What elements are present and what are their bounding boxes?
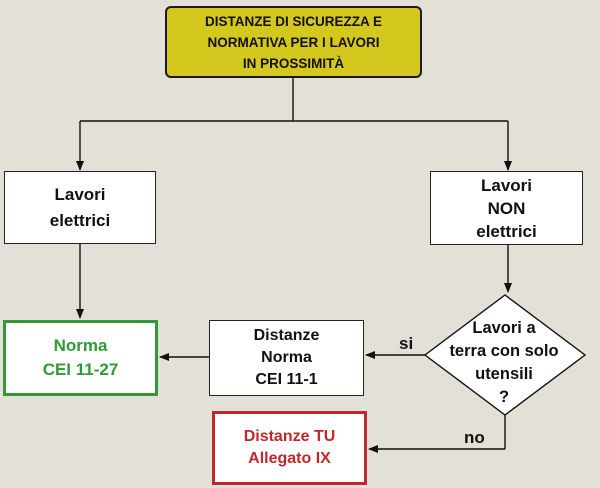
decision-line-1: Lavori a	[472, 319, 536, 337]
norma-cei-11-27-line-2: CEI 11-27	[42, 360, 119, 379]
title-box: DISTANZE DI SICUREZZA E NORMATIVA PER I …	[165, 6, 422, 78]
distanze-cei-11-1-line-3: CEI 11-1	[255, 371, 318, 388]
lavori-non-elettrici-line-2: NON	[487, 198, 526, 218]
title-line-2: NORMATIVA PER I LAVORI	[207, 34, 380, 50]
distanze-cei-11-1-line-2: Norma	[261, 349, 312, 366]
lavori-non-elettrici-line-1: Lavori	[480, 175, 533, 195]
norma-cei-11-27-box: Norma CEI 11-27	[3, 320, 158, 396]
lavori-elettrici-box: Lavori elettrici	[4, 171, 156, 244]
distanze-cei-11-1-line-1: Distanze	[253, 327, 320, 344]
lavori-elettrici-line-1: Lavori	[54, 184, 106, 204]
distanze-tu-line-1: Distanze TU	[243, 428, 336, 445]
distanze-cei-11-1-box: Distanze Norma CEI 11-1	[209, 320, 364, 396]
norma-cei-11-27-line-1: Norma	[53, 336, 108, 355]
edge-label-no: no	[464, 428, 485, 447]
decision-line-4: ?	[498, 388, 510, 406]
lavori-elettrici-line-2: elettrici	[49, 210, 111, 230]
title-line-3: IN PROSSIMITÀ	[242, 55, 345, 71]
lavori-non-elettrici-box: Lavori NON elettrici	[430, 171, 583, 245]
edge-label-si: si	[399, 334, 414, 353]
distanze-tu-line-2: Allegato IX	[248, 450, 331, 467]
title-line-1: DISTANZE DI SICUREZZA E	[204, 13, 382, 29]
decision-line-2: terra con solo	[449, 342, 559, 360]
lavori-non-elettrici-line-3: elettrici	[476, 221, 537, 241]
decision-line-3: utensili	[475, 365, 533, 383]
decision-text: Lavori a terra con solo utensili ?	[434, 317, 574, 409]
distanze-tu-box: Distanze TU Allegato IX	[212, 411, 367, 485]
